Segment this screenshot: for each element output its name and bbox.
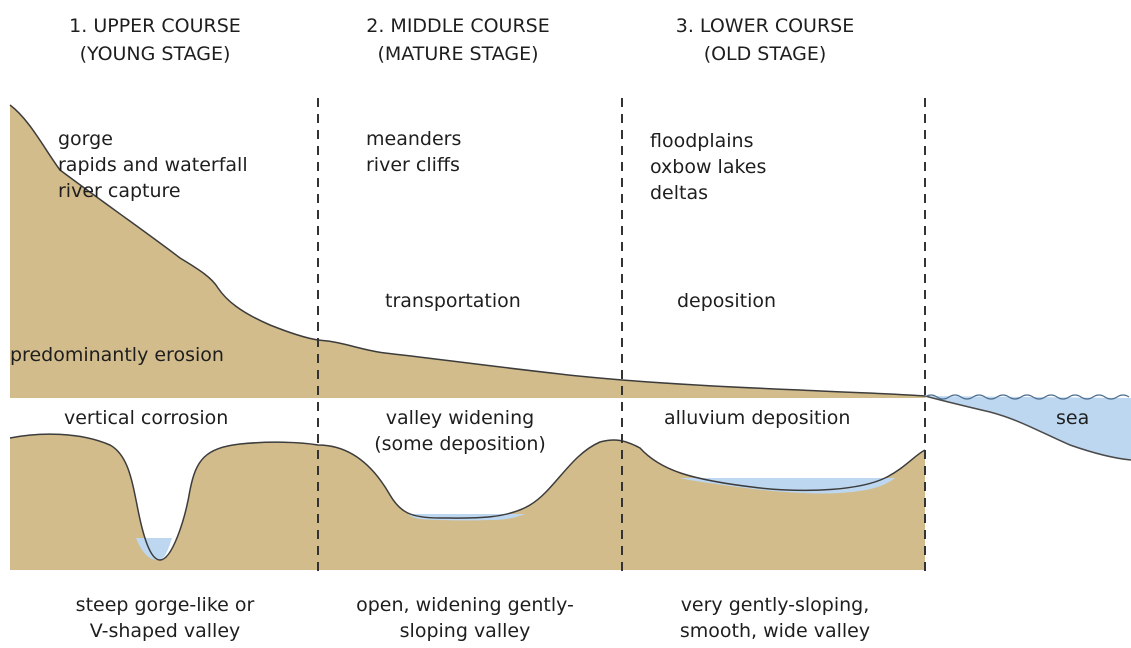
feature-item: gorge: [58, 128, 113, 150]
stage-2-heading-line1: 2. MIDDLE COURSE: [366, 15, 550, 37]
stage-2-process: transportation: [385, 290, 521, 312]
stage-1-heading-line1: 1. UPPER COURSE: [69, 15, 241, 37]
feature-item: river cliffs: [366, 154, 460, 176]
stage-1-heading-line2: (YOUNG STAGE): [79, 43, 231, 65]
stage-3-process: deposition: [677, 290, 777, 312]
stage-2-heading-line2: (MATURE STAGE): [377, 43, 539, 65]
valley-process-line2: (some deposition): [374, 433, 546, 455]
valley-description-line2: V-shaped valley: [89, 620, 241, 642]
stage-1-valley-description: steep gorge-like or V-shaped valley: [30, 592, 300, 644]
stage-3-heading-line1: 3. LOWER COURSE: [675, 15, 855, 37]
valley-cross-sections-land: [10, 434, 925, 570]
stage-3-valley-process: alluvium deposition: [664, 407, 851, 429]
valley-description-line1: very gently-sloping,: [680, 594, 870, 616]
feature-item: river capture: [58, 180, 181, 202]
stage-3-heading: 3. LOWER COURSE (OLD STAGE): [625, 12, 905, 68]
stage-1-valley-process: vertical corrosion: [64, 407, 229, 429]
sea-label: sea: [1056, 407, 1090, 429]
stage-1-features: gorge rapids and waterfall river capture: [58, 126, 248, 204]
valley-process-line1: valley widening: [385, 407, 535, 429]
feature-item: floodplains: [650, 130, 754, 152]
feature-item: rapids and waterfall: [58, 154, 248, 176]
stage-3-features: floodplains oxbow lakes deltas: [650, 128, 766, 206]
valley-cross-sections-outline: [9, 433, 926, 561]
sea-floor: [924, 395, 1131, 461]
valley-description-line1: open, widening gently-: [356, 594, 574, 616]
feature-item: deltas: [650, 182, 709, 204]
sea-water: [925, 396, 1131, 460]
old-stage-river-water: [680, 478, 895, 494]
stage-3-heading-line2: (OLD STAGE): [703, 43, 827, 65]
valley-description-line2: sloping valley: [399, 620, 531, 642]
stage-1-heading: 1. UPPER COURSE (YOUNG STAGE): [20, 12, 290, 68]
stage-2-heading: 2. MIDDLE COURSE (MATURE STAGE): [318, 12, 598, 68]
stage-2-features: meanders river cliffs: [366, 126, 461, 178]
stage-2-valley-description: open, widening gently- sloping valley: [325, 592, 605, 644]
sea-waves: [924, 394, 1130, 400]
valley-description-line1: steep gorge-like or: [75, 594, 255, 616]
stage-2-valley-process: valley widening (some deposition): [340, 405, 580, 457]
young-stage-river-water: [136, 538, 172, 560]
feature-item: oxbow lakes: [650, 156, 767, 178]
feature-item: meanders: [366, 128, 462, 150]
stage-1-process: predominantly erosion: [10, 344, 224, 366]
stage-3-valley-description: very gently-sloping, smooth, wide valley: [635, 592, 915, 644]
long-profile-land: [10, 105, 925, 398]
valley-description-line2: smooth, wide valley: [679, 620, 871, 642]
